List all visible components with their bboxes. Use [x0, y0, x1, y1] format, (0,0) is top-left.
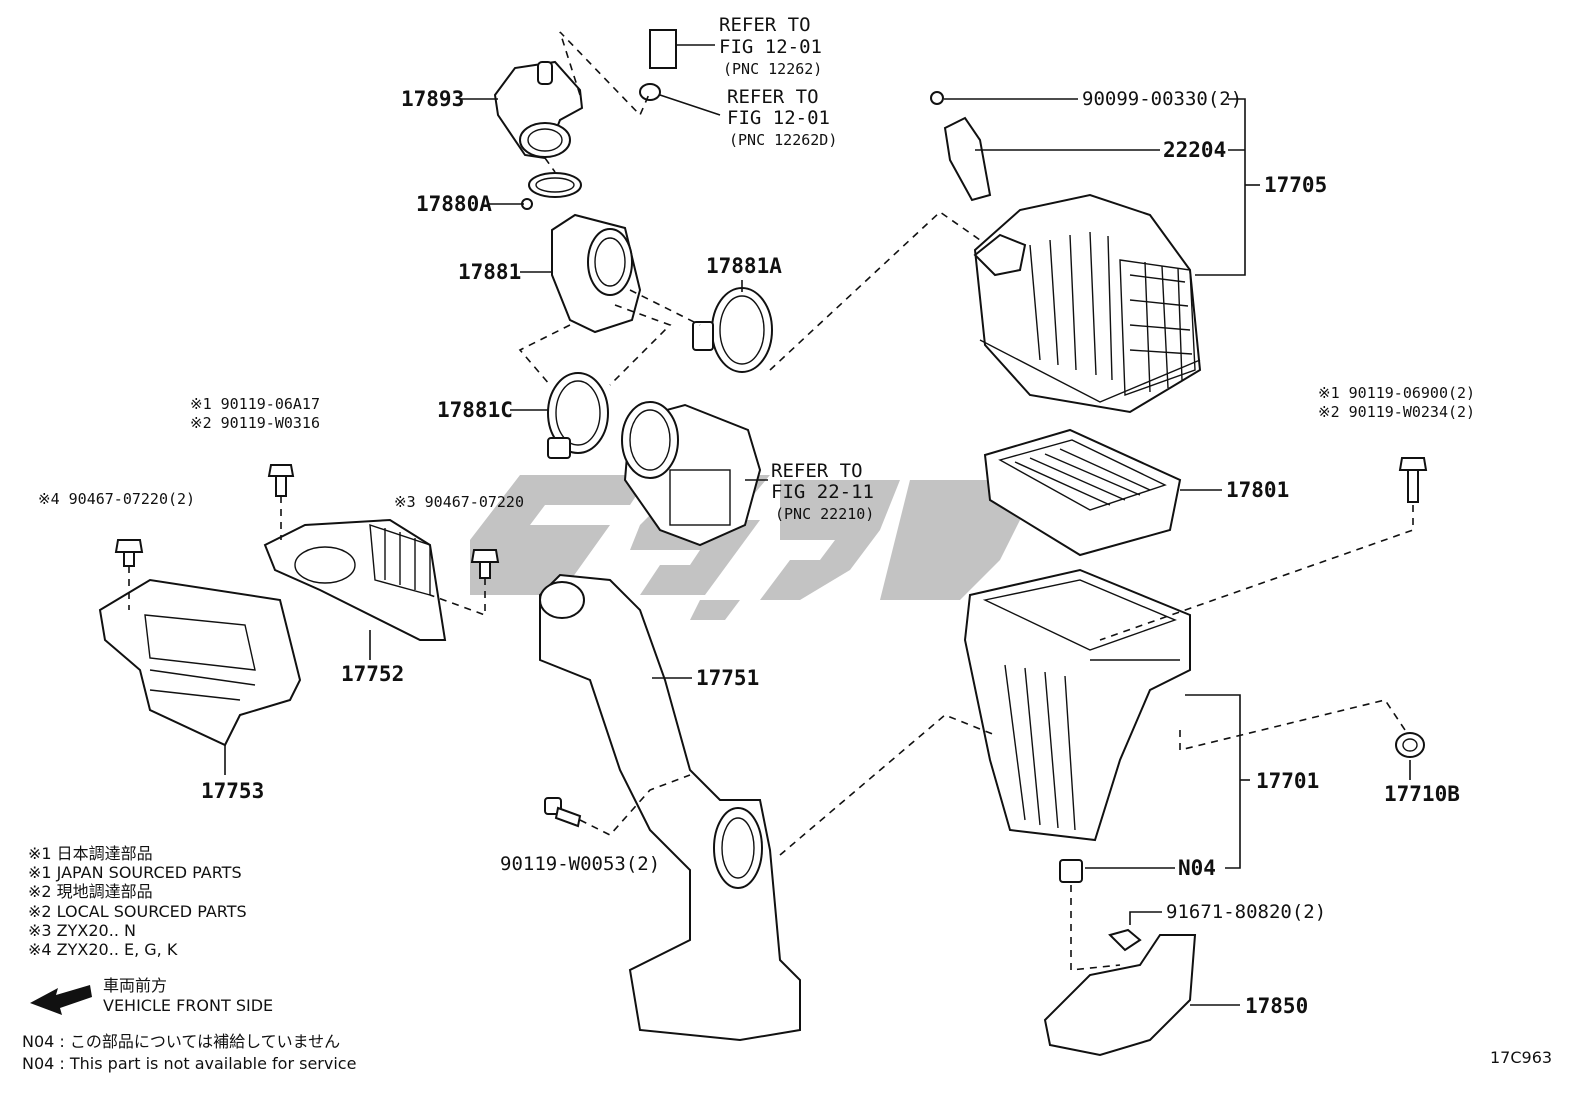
bolt-90119-06A17-drawing [267, 464, 295, 497]
direction-en: VEHICLE FRONT SIDE [103, 996, 274, 1015]
label-17881C[interactable]: 17881C [437, 398, 513, 422]
label-17701[interactable]: 17701 [1256, 769, 1320, 793]
legend-line-3: ※2 現地調達部品 [28, 882, 153, 901]
ref-line-1: REFER TO [771, 460, 863, 482]
ref-line-3: (PNC 12262D) [729, 131, 838, 149]
bolt-90119-06900-drawing [1398, 457, 1428, 503]
part-17751-drawing [539, 573, 801, 1042]
part-17710B-drawing [1395, 732, 1425, 758]
bolt-90467-07220-4-drawing [114, 539, 144, 567]
part-17701-drawing [963, 568, 1191, 842]
ref-line-2: FIG 12-01 [719, 36, 822, 58]
legend-line-5: ※3 ZYX20.. N [28, 921, 136, 940]
n04-note-jp: N04 : この部品については補給していません [22, 1032, 341, 1051]
figure-code: 17C963 [1490, 1048, 1553, 1067]
note-90119-06900[interactable]: ※1 90119-06900(2) [1318, 384, 1476, 402]
bolt-90119-W0053-drawing [544, 797, 582, 828]
label-17801[interactable]: 17801 [1226, 478, 1290, 502]
part-17881-drawing [551, 213, 642, 334]
note-90467-07220-2[interactable]: ※4 90467-07220(2) [38, 490, 196, 508]
label-17881[interactable]: 17881 [458, 260, 522, 284]
part-17801-drawing [983, 428, 1182, 557]
label-17880A[interactable]: 17880A [416, 192, 492, 216]
part-17880A-drawing [521, 172, 582, 210]
front-arrow-icon [30, 985, 92, 1015]
ref-line-1: REFER TO [719, 14, 811, 36]
note-90119-06A17[interactable]: ※1 90119-06A17 [190, 395, 320, 413]
ref-line-3: (PNC 12262) [723, 60, 823, 78]
legend-line-4: ※2 LOCAL SOURCED PARTS [28, 902, 247, 921]
label-17710B[interactable]: 17710B [1384, 782, 1460, 806]
legend-line-1: ※1 日本調達部品 [28, 844, 153, 863]
label-22204[interactable]: 22204 [1163, 138, 1227, 162]
part-17705-drawing [973, 193, 1202, 414]
part-17881A-drawing [692, 287, 773, 373]
note-90119-W0234[interactable]: ※2 90119-W0234(2) [1318, 403, 1476, 421]
note-90119-W0316[interactable]: ※2 90119-W0316 [190, 414, 320, 432]
label-17751[interactable]: 17751 [696, 666, 760, 690]
label-17753[interactable]: 17753 [201, 779, 265, 803]
part-N04-drawing [1059, 859, 1083, 883]
label-90099-00330[interactable]: 90099-00330(2) [1082, 88, 1243, 110]
leader-lines [224, 44, 1411, 1006]
ref-line-3: (PNC 22210) [775, 505, 875, 523]
note-90467-07220[interactable]: ※3 90467-07220 [394, 493, 524, 511]
part-17753-drawing [98, 578, 302, 747]
label-17752[interactable]: 17752 [341, 662, 405, 686]
label-N04[interactable]: N04 [1178, 856, 1216, 880]
ref-line-2: FIG 12-01 [727, 107, 830, 129]
throttle-body-drawing [621, 401, 762, 547]
part-17881C-drawing [547, 372, 609, 459]
ref-line-2: FIG 22-11 [771, 481, 874, 503]
label-91671-80820[interactable]: 91671-80820(2) [1166, 901, 1327, 923]
part-17850-drawing [1043, 928, 1197, 1057]
ref-line-1: REFER TO [727, 86, 819, 108]
direction-jp: 車両前方 [103, 976, 168, 995]
legend-line-6: ※4 ZYX20.. E, G, K [28, 940, 178, 959]
n04-note-en: N04 : This part is not available for ser… [22, 1054, 357, 1073]
part-17752-drawing [263, 518, 447, 641]
legend-line-2: ※1 JAPAN SOURCED PARTS [28, 863, 242, 882]
assembly-lines [128, 31, 1414, 971]
label-17850[interactable]: 17850 [1245, 994, 1309, 1018]
label-17705[interactable]: 17705 [1264, 173, 1328, 197]
label-90119-W0053[interactable]: 90119-W0053(2) [500, 853, 661, 875]
part-17893-drawing [493, 60, 584, 160]
label-17893[interactable]: 17893 [401, 87, 465, 111]
ref-hose-drawing [639, 29, 677, 101]
label-17881A[interactable]: 17881A [706, 254, 782, 278]
part-22204-drawing [930, 91, 992, 202]
